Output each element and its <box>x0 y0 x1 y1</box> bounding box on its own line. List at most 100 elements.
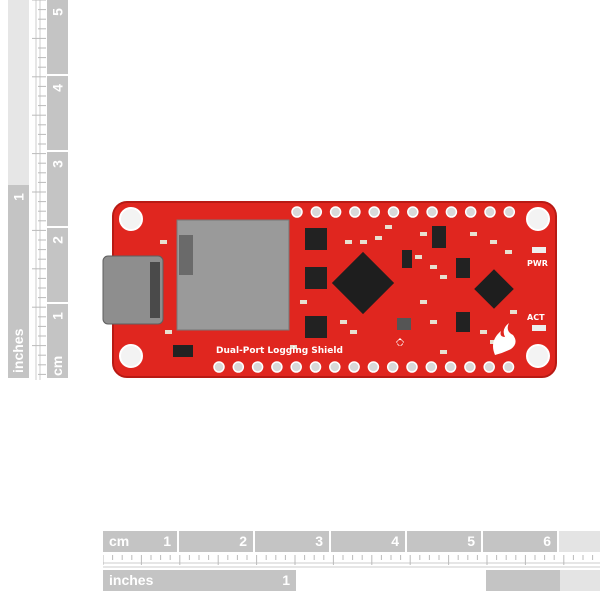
bottom-cm-cell: 4 <box>331 531 405 552</box>
header-pin-hole <box>251 361 264 373</box>
smd-component <box>430 320 437 324</box>
header-pin-hole <box>503 206 516 218</box>
header-pin-hole <box>444 361 457 373</box>
mounting-hole <box>526 344 550 368</box>
left-cm-cell: 5 <box>47 0 68 74</box>
mounting-hole <box>119 207 143 231</box>
smd-component <box>415 255 422 259</box>
bottom-cm-label: cm <box>109 533 130 549</box>
header-pin-hole <box>406 361 418 373</box>
header-pin-hole <box>271 361 283 373</box>
main-mcu <box>331 251 395 315</box>
smd-component <box>375 236 382 240</box>
header-pin-hole <box>445 206 458 218</box>
smd-component <box>420 232 427 236</box>
bottom-cm-cell: 6 <box>483 531 557 552</box>
usb-c-connector <box>102 255 164 325</box>
bottom-cm-cell: 2 <box>179 531 253 552</box>
bottom-cm-5: 5 <box>467 533 475 549</box>
mounting-hole <box>526 207 550 231</box>
header-pin-hole <box>386 361 399 373</box>
flash-chip <box>305 316 327 338</box>
smd-component <box>160 240 167 244</box>
header-pin-hole <box>310 206 323 218</box>
header-pin-hole <box>213 361 225 373</box>
bottom-cm-1: 1 <box>163 533 171 549</box>
header-pin-hole <box>291 206 303 218</box>
smd-component <box>360 240 367 244</box>
act-led <box>532 325 546 331</box>
board-name-silkscreen: Dual-Port Logging Shield <box>216 346 343 356</box>
pwr-led <box>532 247 546 253</box>
regulator <box>432 226 446 248</box>
header-pin-hole <box>232 361 245 373</box>
header-pin-hole <box>367 361 380 373</box>
mounting-hole <box>119 344 143 368</box>
header-pin-hole <box>502 361 515 373</box>
header-pin-hole <box>464 206 477 218</box>
smd-component <box>430 265 437 269</box>
smd-component <box>165 330 172 334</box>
left-cm-cell: 3 <box>47 152 68 226</box>
smd-component <box>345 240 352 244</box>
header-pin-hole <box>329 361 341 373</box>
left-ruler-inches-bar: 1 inches <box>8 185 29 378</box>
bottom-inches-bar-next <box>486 570 560 591</box>
header-pin-hole <box>484 206 496 218</box>
bottom-inches-label: inches <box>109 572 154 588</box>
header-pin-hole <box>425 361 438 373</box>
smd-component <box>350 330 357 334</box>
sparkfun-flame-logo-icon <box>493 323 516 355</box>
act-label: ACT <box>527 313 545 322</box>
usb-hub-chip <box>474 269 514 309</box>
left-ruler-ticks <box>32 0 46 380</box>
header-pin-hole <box>368 206 380 218</box>
left-cm-cell: 2 <box>47 228 68 302</box>
bottom-ruler-ticks <box>103 555 600 568</box>
smd-component <box>440 275 447 279</box>
flash-chip <box>305 267 327 289</box>
header-pin-hole <box>290 361 302 373</box>
header-pin-hole <box>426 206 438 218</box>
smd-component <box>510 310 517 314</box>
header-pin-hole <box>309 361 322 373</box>
microsd-socket <box>176 219 290 331</box>
left-cm-cell: 1 cm <box>47 304 68 378</box>
header-pin-hole <box>483 361 495 373</box>
regulator <box>456 258 470 278</box>
bottom-cm-2: 2 <box>239 533 247 549</box>
smd-component <box>420 300 427 304</box>
smd-component <box>490 240 497 244</box>
bottom-inch-1: 1 <box>282 572 290 588</box>
header-pin-hole <box>407 206 419 218</box>
bottom-cm-cell: cm 1 <box>103 531 177 552</box>
smd-component <box>290 345 297 349</box>
smd-component <box>300 300 307 304</box>
pwr-label: PWR <box>527 259 548 268</box>
smd-component <box>505 250 512 254</box>
transistor <box>402 250 412 268</box>
bottom-inches-bar-faded <box>560 570 600 591</box>
flash-chip <box>305 228 327 250</box>
smd-component <box>385 225 392 229</box>
header-pin-hole <box>348 361 360 373</box>
smd-component <box>440 350 447 354</box>
smd-component <box>480 330 487 334</box>
bottom-cm-cell: 3 <box>255 531 329 552</box>
bottom-cm-cell-faded <box>559 531 600 552</box>
bottom-cm-cell: 5 <box>407 531 481 552</box>
bottom-cm-6: 6 <box>543 533 551 549</box>
open-hardware-logo-icon <box>396 338 404 346</box>
left-cm-cell: 4 <box>47 76 68 150</box>
bottom-inches-bar: inches 1 <box>103 570 296 591</box>
mosfet <box>173 345 193 357</box>
smd-component <box>470 232 477 236</box>
microsd-latch <box>179 235 193 275</box>
usb-c-opening <box>150 262 160 318</box>
smd-component <box>340 320 347 324</box>
header-pin-hole <box>387 206 400 218</box>
header-pin-hole <box>329 206 342 218</box>
header-pin-hole <box>464 361 476 373</box>
header-pin-hole <box>349 206 361 218</box>
